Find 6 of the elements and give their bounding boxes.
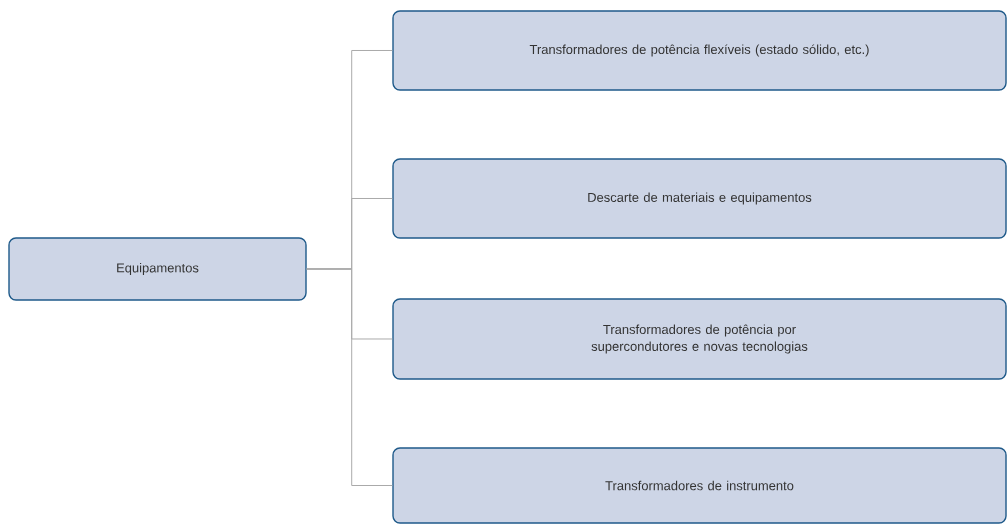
process-box: Descarte de materiais e equipamentos (392, 158, 1007, 239)
process-box: Equipamentos (8, 237, 307, 301)
process-box: Transformadores de instrumento (392, 447, 1007, 524)
process-box: Transformadores de potência por supercondutores e novas tecnologias (392, 298, 1007, 380)
connector-line (306, 268, 393, 486)
process-box: Transformadores de potência flexíveis (estado sólido, etc.) (392, 10, 1007, 91)
